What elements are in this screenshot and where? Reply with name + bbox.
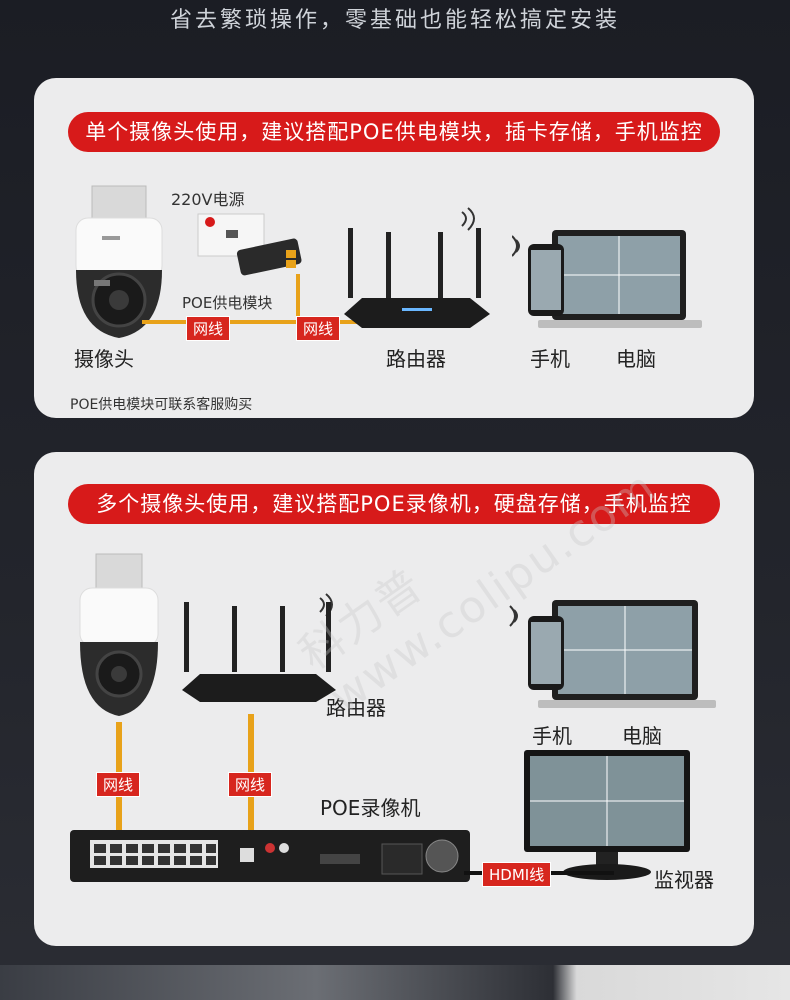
poe-note: POE供电模块可联系客服购买 bbox=[70, 397, 253, 413]
monitor-label: 监视器 bbox=[654, 868, 714, 892]
bottom-image-strip bbox=[0, 965, 790, 1000]
cable-tag-4: 网线 bbox=[228, 772, 273, 797]
monitor-illustration bbox=[522, 748, 692, 888]
pc-label-2: 电脑 bbox=[622, 724, 662, 748]
router-label-2: 路由器 bbox=[326, 696, 386, 720]
camera-illustration-2 bbox=[74, 552, 164, 722]
cable-tag-3: 网线 bbox=[96, 772, 141, 797]
nvr-label: POE录像机 bbox=[320, 796, 421, 820]
poe-module-label: POE供电模块 bbox=[182, 294, 273, 312]
router-illustration-2 bbox=[180, 592, 340, 712]
devices-illustration bbox=[511, 226, 702, 342]
power-label: 220V电源 bbox=[171, 190, 245, 209]
single-camera-banner: 单个摄像头使用，建议搭配POE供电模块，插卡存储，手机监控 bbox=[68, 112, 720, 152]
camera-label: 摄像头 bbox=[74, 347, 134, 371]
multi-camera-card: 多个摄像头使用，建议搭配POE录像机，硬盘存储，手机监控 路由器 bbox=[34, 452, 754, 946]
phone-label: 手机 bbox=[530, 347, 570, 371]
router-label: 路由器 bbox=[386, 347, 446, 371]
cable-riser-1 bbox=[296, 274, 300, 324]
single-camera-card: 单个摄像头使用，建议搭配POE供电模块，插卡存储，手机监控 摄像头 220V电源… bbox=[34, 78, 754, 418]
cable-line-1 bbox=[142, 320, 372, 324]
devices-illustration-2 bbox=[508, 596, 718, 722]
pc-label: 电脑 bbox=[616, 347, 656, 371]
cable-tag-2: 网线 bbox=[296, 316, 341, 341]
cable-tag-1: 网线 bbox=[186, 316, 231, 341]
router-illustration bbox=[342, 204, 492, 344]
camera-illustration bbox=[64, 180, 174, 350]
multi-camera-banner: 多个摄像头使用，建议搭配POE录像机，硬盘存储，手机监控 bbox=[68, 484, 720, 524]
hdmi-tag: HDMI线 bbox=[482, 862, 552, 887]
page-tagline: 省去繁琐操作，零基础也能轻松搞定安装 bbox=[169, 8, 620, 33]
poe-module bbox=[234, 236, 304, 276]
nvr-illustration bbox=[70, 826, 470, 884]
phone-label-2: 手机 bbox=[532, 724, 572, 748]
